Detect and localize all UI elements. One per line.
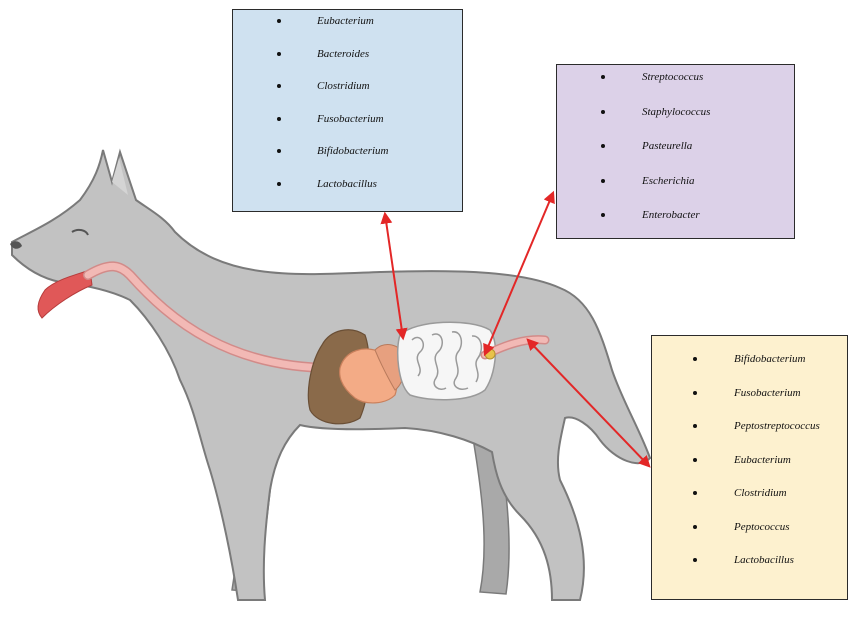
bacteria-item: Peptostreptococcus	[652, 415, 847, 449]
rectum-bacteria-box: Bifidobacterium Fusobacterium Peptostrep…	[651, 335, 848, 600]
bacteria-item: Fusobacterium	[233, 109, 462, 142]
colon-bacteria-list: Streptococcus Staphylococcus Pasteurella…	[557, 65, 794, 239]
bacteria-item: Streptococcus	[557, 66, 794, 101]
bacteria-item: Peptococcus	[652, 516, 847, 550]
bacteria-item: Enterobacter	[557, 204, 794, 239]
bacteria-item: Lactobacillus	[652, 549, 847, 583]
bacteria-item: Fusobacterium	[652, 382, 847, 416]
bacteria-item: Eubacterium	[233, 11, 462, 44]
bacteria-item: Bifidobacterium	[652, 348, 847, 382]
colon-bacteria-box: Streptococcus Staphylococcus Pasteurella…	[556, 64, 795, 239]
bacteria-item: Staphylococcus	[557, 101, 794, 136]
bacteria-item: Lactobacillus	[233, 174, 462, 207]
bacteria-item: Eubacterium	[652, 449, 847, 483]
small-intestine-bacteria-list: Eubacterium Bacteroides Clostridium Fuso…	[233, 10, 462, 207]
intestines	[398, 322, 496, 400]
bacteria-item: Bifidobacterium	[233, 141, 462, 174]
bacteria-item: Clostridium	[652, 482, 847, 516]
rectum-bacteria-list: Bifidobacterium Fusobacterium Peptostrep…	[652, 336, 847, 583]
small-intestine-bacteria-box: Eubacterium Bacteroides Clostridium Fuso…	[232, 9, 463, 212]
bacteria-item: Pasteurella	[557, 135, 794, 170]
bacteria-item: Clostridium	[233, 76, 462, 109]
bacteria-item: Escherichia	[557, 170, 794, 205]
bacteria-item: Bacteroides	[233, 44, 462, 77]
